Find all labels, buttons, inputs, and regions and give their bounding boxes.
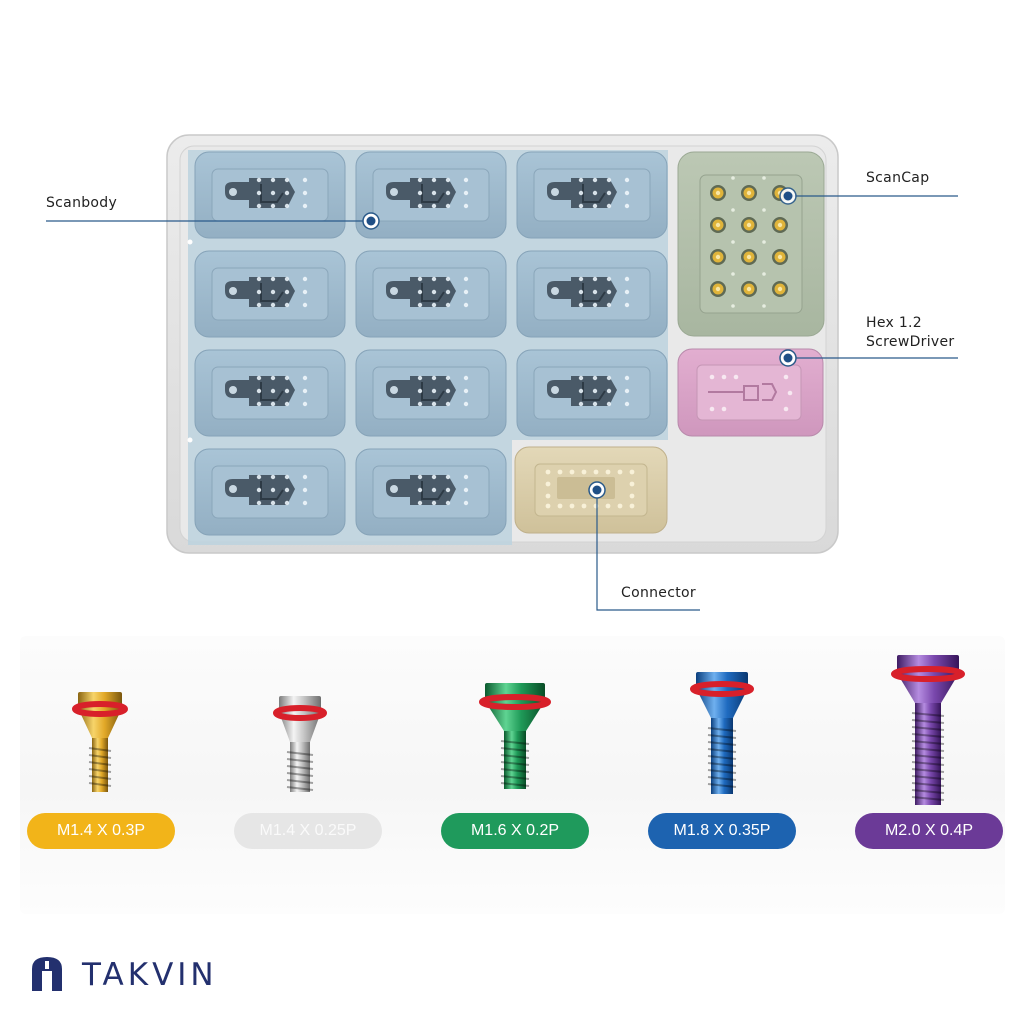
screwdriver-label-line1: Hex 1.2 (866, 315, 922, 331)
callout-markers (362, 187, 797, 499)
implant-kit-tray (46, 134, 958, 611)
scanbody-cell (194, 250, 346, 338)
screwdriver-cell (677, 348, 824, 437)
brand-logo-icon (32, 957, 62, 991)
screw-2 (273, 696, 327, 792)
scanbody-cell (355, 448, 507, 536)
screw-illustrations (72, 655, 965, 805)
scanbody-cell (516, 151, 668, 239)
screw-4 (690, 672, 754, 794)
scanbody-cell (355, 151, 507, 239)
screw-5 (891, 655, 965, 805)
screw-1 (72, 692, 128, 792)
screw-spec-badge-m1-6-02: M1.6 X 0.2P (441, 813, 589, 849)
brand-name: TAKVIN (82, 957, 218, 993)
screwdriver-label-line2: ScrewDriver (866, 334, 955, 350)
screw-spec-badge-m1-4-03: M1.4 X 0.3P (27, 813, 175, 849)
scanbody-cell (194, 151, 346, 239)
screw-spec-badge-m1-8-035: M1.8 X 0.35P (648, 813, 796, 849)
scanbody-cell (355, 250, 507, 338)
connector-label: Connector (621, 585, 696, 601)
screw-spec-badge-m1-4-025: M1.4 X 0.25P (234, 813, 382, 849)
scanbody-label: Scanbody (46, 195, 118, 211)
scanbody-cell (194, 349, 346, 437)
scanbody-cell (194, 448, 346, 536)
screw-3 (479, 683, 551, 789)
scanbody-cell (516, 349, 668, 437)
scanbody-cell (516, 250, 668, 338)
scanbody-cell (355, 349, 507, 437)
screw-spec-badge-m2-0-04: M2.0 X 0.4P (855, 813, 1003, 849)
scancap-label: ScanCap (866, 170, 930, 186)
scancap-cell (677, 151, 825, 337)
